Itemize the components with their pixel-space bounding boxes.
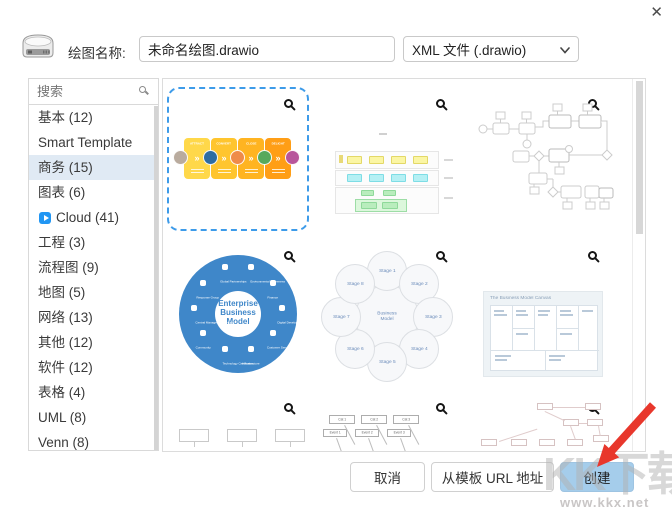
file-type-select[interactable]: XML 文件 (.drawio) [403, 36, 579, 62]
funnel-arrow-icon: » [221, 152, 227, 163]
template-card-row3-1[interactable] [167, 391, 309, 451]
template-card-enterprise-donut[interactable]: Enterprise Business Model Environmental … [167, 239, 309, 383]
sidebar-item-maps[interactable]: 地图 (5) [38, 285, 86, 300]
finance-icon [270, 280, 276, 286]
zoom-preview-icon[interactable] [436, 251, 445, 260]
zoom-preview-icon[interactable] [588, 251, 597, 260]
cloud-play-icon [39, 211, 51, 224]
sidebar-item-flowchart[interactable]: 流程图 (9) [38, 260, 99, 275]
sidebar-item-smart-template[interactable]: Smart Template [38, 135, 133, 150]
template-card-bpmn[interactable] [471, 87, 614, 231]
template-card-row3-3[interactable] [471, 391, 613, 451]
sidebar-item-uml[interactable]: UML (8) [38, 410, 87, 425]
create-button[interactable]: 创建 [560, 462, 634, 492]
community-icon [200, 330, 206, 336]
digital-development-icon [279, 305, 285, 311]
template-card-funnel[interactable]: ATTRACT » CONVERT » CLOSE » DELIGHT » [167, 87, 309, 231]
search-input[interactable] [29, 79, 158, 104]
category-sidebar: 基本 (12) Smart Template 商务 (15) 图表 (6) Cl… [28, 78, 159, 451]
global-partnerships-icon [222, 264, 228, 270]
funnel-arrow-icon: » [194, 152, 200, 163]
bpmn-preview [478, 103, 614, 210]
template-card-swimlane[interactable] [319, 87, 461, 231]
zoom-preview-icon[interactable] [284, 99, 293, 108]
template-scroll-track [632, 79, 645, 451]
sidebar-item-basic[interactable]: 基本 (12) [38, 110, 93, 125]
sidebar-scrollbar[interactable] [154, 106, 158, 450]
chevron-down-icon [560, 47, 570, 54]
technology-certificates-icon [222, 346, 228, 352]
close-icon[interactable]: ✕ [650, 4, 663, 21]
template-card-row3-2[interactable]: Cat 1 Cat 2 Cat 3 Event 1 Event 2 Event … [319, 391, 461, 451]
donut-ring: Enterprise Business Model Environmental … [179, 255, 304, 373]
sidebar-item-network[interactable]: 网络 (13) [38, 310, 93, 325]
disk-drive-icon [22, 34, 54, 58]
sidebar-item-charts[interactable]: 图表 (6) [38, 185, 86, 200]
infrastructure-icon [248, 346, 254, 352]
search-icon [139, 86, 146, 93]
customer-service-icon [270, 330, 276, 336]
response-group-icon [200, 280, 206, 286]
environmental-awareness-icon [248, 264, 254, 270]
funnel-arrow-icon: » [275, 152, 281, 163]
sidebar-item-engineering[interactable]: 工程 (3) [38, 235, 86, 250]
cancel-button[interactable]: 取消 [350, 462, 425, 492]
sidebar-item-other[interactable]: 其他 (12) [38, 335, 93, 350]
sidebar-item-venn[interactable]: Venn (8) [38, 435, 90, 450]
zoom-preview-icon[interactable] [436, 99, 445, 108]
zoom-preview-icon[interactable] [436, 403, 445, 412]
search-row [29, 79, 158, 105]
funnel-arrow-icon: » [248, 152, 254, 163]
zoom-preview-icon[interactable] [284, 403, 293, 412]
template-grid: ATTRACT » CONVERT » CLOSE » DELIGHT » [162, 78, 646, 452]
template-scrollbar[interactable] [636, 81, 643, 234]
sidebar-item-business[interactable]: 商务 (15) [29, 155, 158, 180]
file-type-value: XML 文件 (.drawio) [412, 43, 527, 58]
sidebar-item-cloud[interactable]: Cloud (41) [29, 205, 158, 230]
sidebar-item-tables[interactable]: 表格 (4) [38, 385, 86, 400]
from-template-url-button[interactable]: 从模板 URL 地址 [431, 462, 554, 492]
kkx-watermark-url: www.kkx.net [560, 495, 650, 510]
sidebar-item-software[interactable]: 软件 (12) [38, 360, 93, 375]
zoom-preview-icon[interactable] [284, 251, 293, 260]
template-card-stage-circles[interactable]: Business Model Stage 1 Stage 2 Stage 3 S… [319, 239, 461, 383]
bmc-preview: The Business Model Canvas [483, 291, 603, 377]
filename-input[interactable] [139, 36, 395, 62]
diagram-name-label: 绘图名称: [68, 46, 126, 61]
template-card-bmc[interactable]: The Business Model Canvas [471, 239, 613, 383]
central-management-service-icon [191, 305, 197, 311]
